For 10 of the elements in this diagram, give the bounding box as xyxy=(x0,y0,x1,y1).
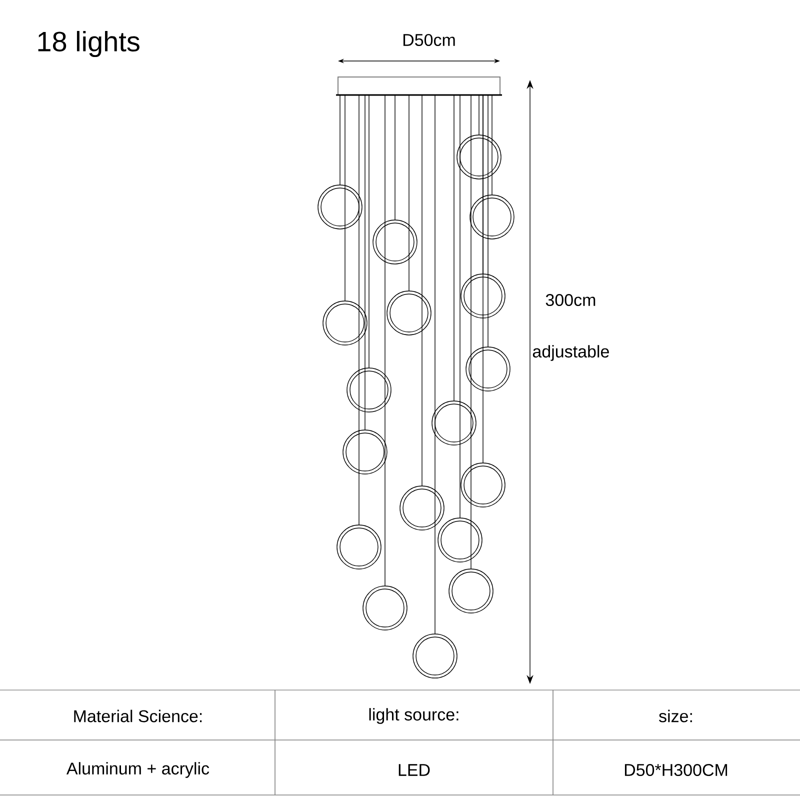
title: 18 lights xyxy=(38,30,140,58)
table-cell: LED xyxy=(398,764,430,776)
dimension-label: adjustable xyxy=(532,345,609,361)
table-cell: Aluminum + acrylic xyxy=(66,762,210,778)
table-cell: Material Science: xyxy=(74,710,202,722)
table-cell: size: xyxy=(659,710,692,722)
table-cell: D50*H300CM xyxy=(624,764,728,776)
dimension-label: D50cm xyxy=(403,34,455,46)
table-cell: light source: xyxy=(369,708,458,724)
dimension-label: 300cm xyxy=(546,294,596,306)
